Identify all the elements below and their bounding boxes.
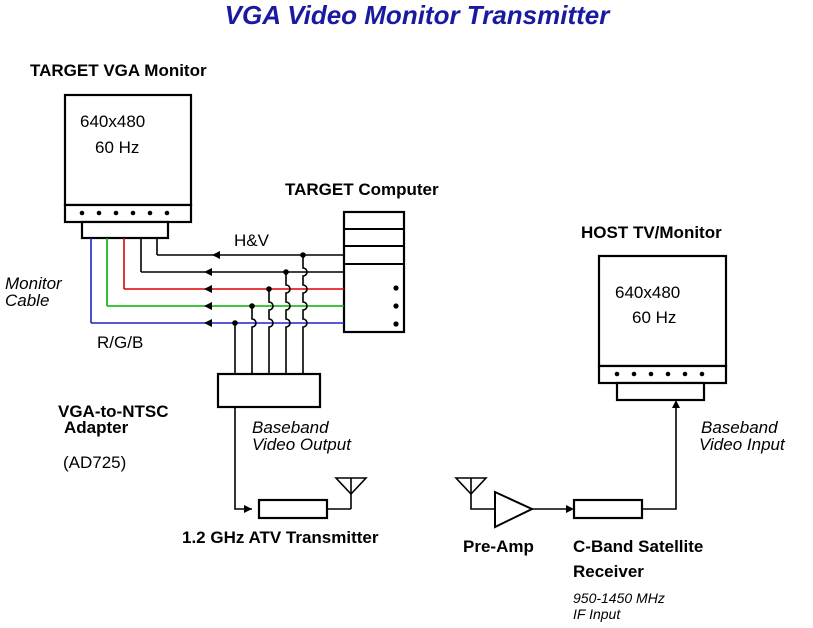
baseband-input-label-2: Video Input bbox=[699, 435, 786, 454]
adapter-part-label: (AD725) bbox=[63, 453, 126, 472]
baseband-output-label-1: Baseband bbox=[252, 418, 329, 437]
pre-amp bbox=[494, 490, 535, 529]
baseband-input-arrow bbox=[672, 400, 680, 408]
monitor-cable-label-1: Monitor bbox=[5, 274, 63, 293]
receiver-label-1: C-Band Satellite bbox=[573, 537, 703, 556]
target-monitor-resolution: 640x480 bbox=[80, 112, 145, 131]
adapter-tap-wires bbox=[234, 255, 308, 374]
adapter-label-1: VGA-to-NTSC bbox=[58, 402, 168, 421]
receiver-freq-label: 950-1450 MHz bbox=[573, 590, 665, 606]
atv-transmitter bbox=[257, 498, 329, 520]
monitor-cable-label-2: Cable bbox=[5, 291, 49, 310]
pre-amp-label: Pre-Amp bbox=[463, 537, 534, 556]
hv-label: H&V bbox=[234, 231, 270, 250]
hv-sync-lines bbox=[141, 251, 344, 276]
rgb-label: R/G/B bbox=[97, 333, 143, 352]
receiver-if-label: IF Input bbox=[573, 606, 621, 622]
preamp-output-arrow bbox=[566, 505, 574, 513]
receiver-label-2: Receiver bbox=[573, 562, 644, 581]
diagram-title: VGA Video Monitor Transmitter bbox=[225, 0, 612, 30]
transmit-antenna bbox=[334, 477, 368, 509]
baseband-input-label-1: Baseband bbox=[701, 418, 778, 437]
monitor-cable bbox=[90, 238, 158, 323]
host-monitor-refresh: 60 Hz bbox=[632, 308, 676, 327]
baseband-output-arrow bbox=[244, 505, 252, 513]
baseband-output-wire bbox=[234, 407, 252, 510]
adapter-label-2: Adapter bbox=[64, 418, 129, 437]
target-computer bbox=[342, 210, 406, 334]
host-monitor-label: HOST TV/Monitor bbox=[581, 223, 722, 242]
target-monitor bbox=[63, 93, 193, 240]
vga-to-ntsc-adapter bbox=[216, 372, 322, 409]
host-monitor bbox=[597, 254, 728, 402]
junction-dots bbox=[232, 252, 306, 326]
target-monitor-refresh: 60 Hz bbox=[95, 138, 139, 157]
receive-antenna bbox=[454, 477, 495, 510]
c-band-receiver bbox=[572, 498, 644, 520]
baseband-input-wire bbox=[642, 407, 677, 510]
target-computer-label: TARGET Computer bbox=[285, 180, 439, 199]
target-monitor-label: TARGET VGA Monitor bbox=[30, 61, 207, 80]
host-monitor-resolution: 640x480 bbox=[615, 283, 680, 302]
baseband-output-label-2: Video Output bbox=[252, 435, 352, 454]
transmitter-label: 1.2 GHz ATV Transmitter bbox=[182, 528, 379, 547]
